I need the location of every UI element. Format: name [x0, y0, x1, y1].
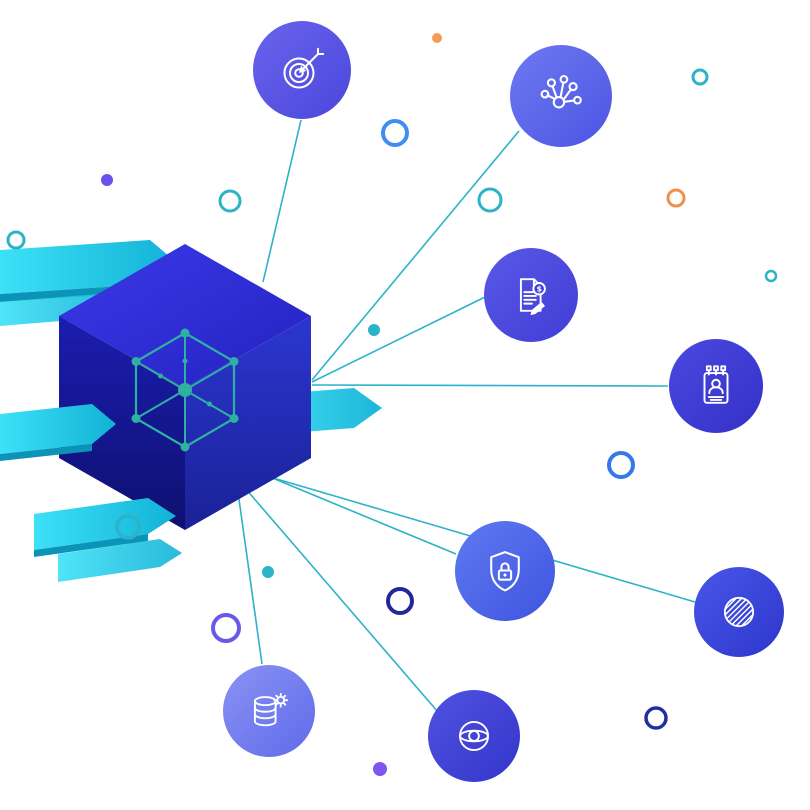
contacts-node	[669, 339, 763, 433]
invoice-node-circle	[484, 248, 578, 342]
decor-ring	[666, 188, 686, 208]
globe-node-circle	[428, 690, 520, 782]
feature-nodes	[223, 21, 784, 782]
decor-ring	[218, 189, 242, 213]
connector-to-globe-node	[244, 487, 439, 713]
stripe-ribbon	[58, 539, 182, 582]
decor-dot	[262, 566, 274, 578]
database-node	[223, 665, 315, 757]
decor-ring	[477, 187, 503, 213]
globe-node	[428, 690, 520, 782]
decorative-dots	[6, 33, 778, 776]
invoice-node	[484, 248, 578, 342]
decor-ring	[607, 451, 635, 479]
decor-ring	[386, 587, 414, 615]
connector-to-invoice-node	[311, 296, 486, 383]
decor-ring	[211, 613, 241, 643]
decor-dot	[101, 174, 113, 186]
decor-ring	[764, 269, 778, 283]
connector-to-network-hub-node	[311, 130, 520, 381]
decor-ring	[691, 68, 709, 86]
stripe-edge	[34, 534, 148, 557]
contacts-node-circle	[669, 339, 763, 433]
cube-right-face	[185, 316, 311, 530]
decor-ring	[644, 706, 668, 730]
cube-left-face	[59, 316, 185, 530]
stripe-ribbon	[34, 498, 176, 550]
central-cube	[59, 244, 311, 530]
decor-ring	[381, 119, 409, 147]
target-node	[253, 21, 351, 119]
connector-to-contacts-node	[311, 384, 669, 387]
decor-dot	[432, 33, 442, 43]
wireframe-nodes	[131, 328, 239, 452]
stripe-ribbon	[0, 404, 116, 454]
cube-network-icon	[131, 328, 239, 452]
decor-ring	[115, 514, 141, 540]
decor-dot	[373, 762, 387, 776]
security-node	[455, 521, 555, 621]
decor-dot	[368, 324, 380, 336]
background-stripes-front	[0, 404, 182, 582]
stripe-edge	[0, 444, 92, 461]
connector-to-security-node	[252, 469, 457, 555]
connector-lines	[237, 119, 696, 713]
connector-to-database-node	[237, 491, 263, 665]
network-hub-node	[510, 45, 612, 147]
decor-ring	[6, 230, 26, 250]
sphere-node	[694, 567, 784, 657]
connector-to-target-node	[262, 119, 302, 283]
